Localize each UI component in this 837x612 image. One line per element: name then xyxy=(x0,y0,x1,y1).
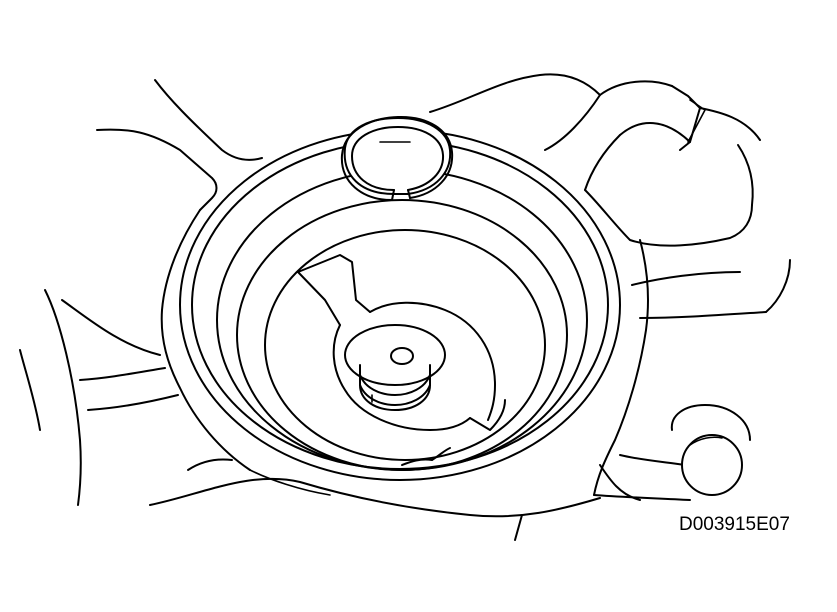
snap-ring xyxy=(340,115,454,201)
plug-boss xyxy=(670,404,751,496)
edge-details xyxy=(249,99,706,496)
figure-code: D003915E07 xyxy=(679,514,790,535)
center-hub xyxy=(344,324,446,411)
housing-outline xyxy=(19,73,791,541)
inner-cam-plate xyxy=(297,254,506,466)
